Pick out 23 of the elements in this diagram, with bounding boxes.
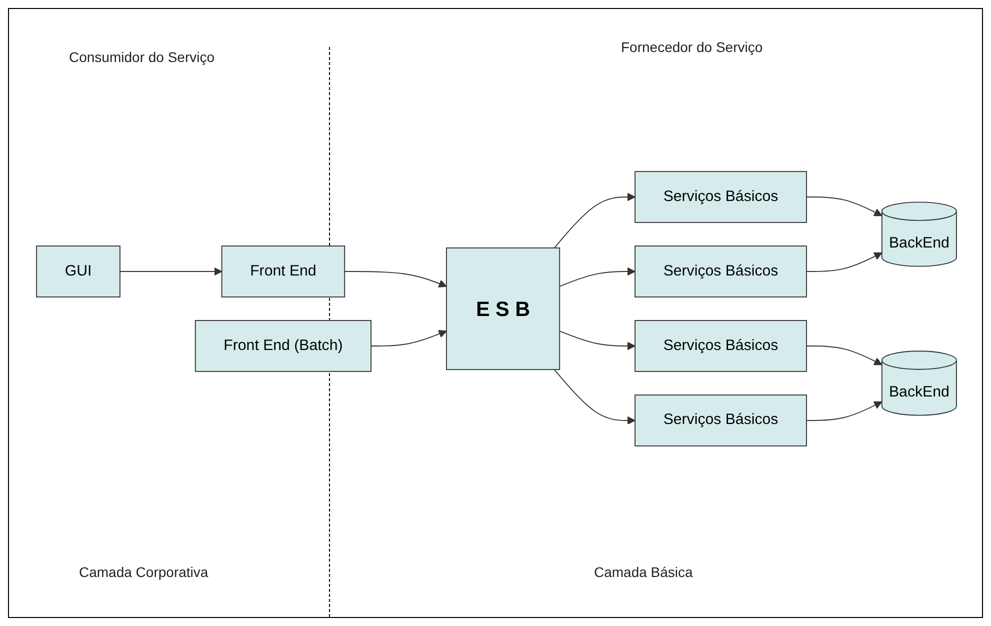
node-box: GUI	[36, 246, 120, 298]
node-box: Front End (Batch)	[194, 320, 372, 372]
layer-label: Fornecedor do Serviço	[621, 39, 764, 55]
layer-label: Camada Básica	[594, 564, 694, 580]
node-box: Front End	[221, 246, 346, 298]
node-box: Serviços Básicos	[634, 320, 807, 372]
arrow	[806, 402, 882, 422]
arrow	[559, 268, 636, 288]
arrow	[344, 271, 447, 288]
node-box: Serviços Básicos	[634, 394, 807, 447]
arrow	[806, 252, 882, 272]
arrow	[806, 196, 882, 216]
arrow	[554, 193, 636, 249]
layer-label: Camada Corporativa	[79, 564, 210, 580]
node-box: Serviços Básicos	[634, 171, 807, 224]
arrow	[119, 268, 222, 276]
arrow	[806, 346, 882, 366]
layer-label: Consumidor do Serviço	[69, 49, 216, 65]
arrow	[370, 330, 447, 347]
arrow	[559, 330, 636, 350]
node-box: E S B	[446, 248, 560, 370]
arrow	[554, 369, 636, 425]
node-box: Serviços Básicos	[634, 246, 807, 298]
